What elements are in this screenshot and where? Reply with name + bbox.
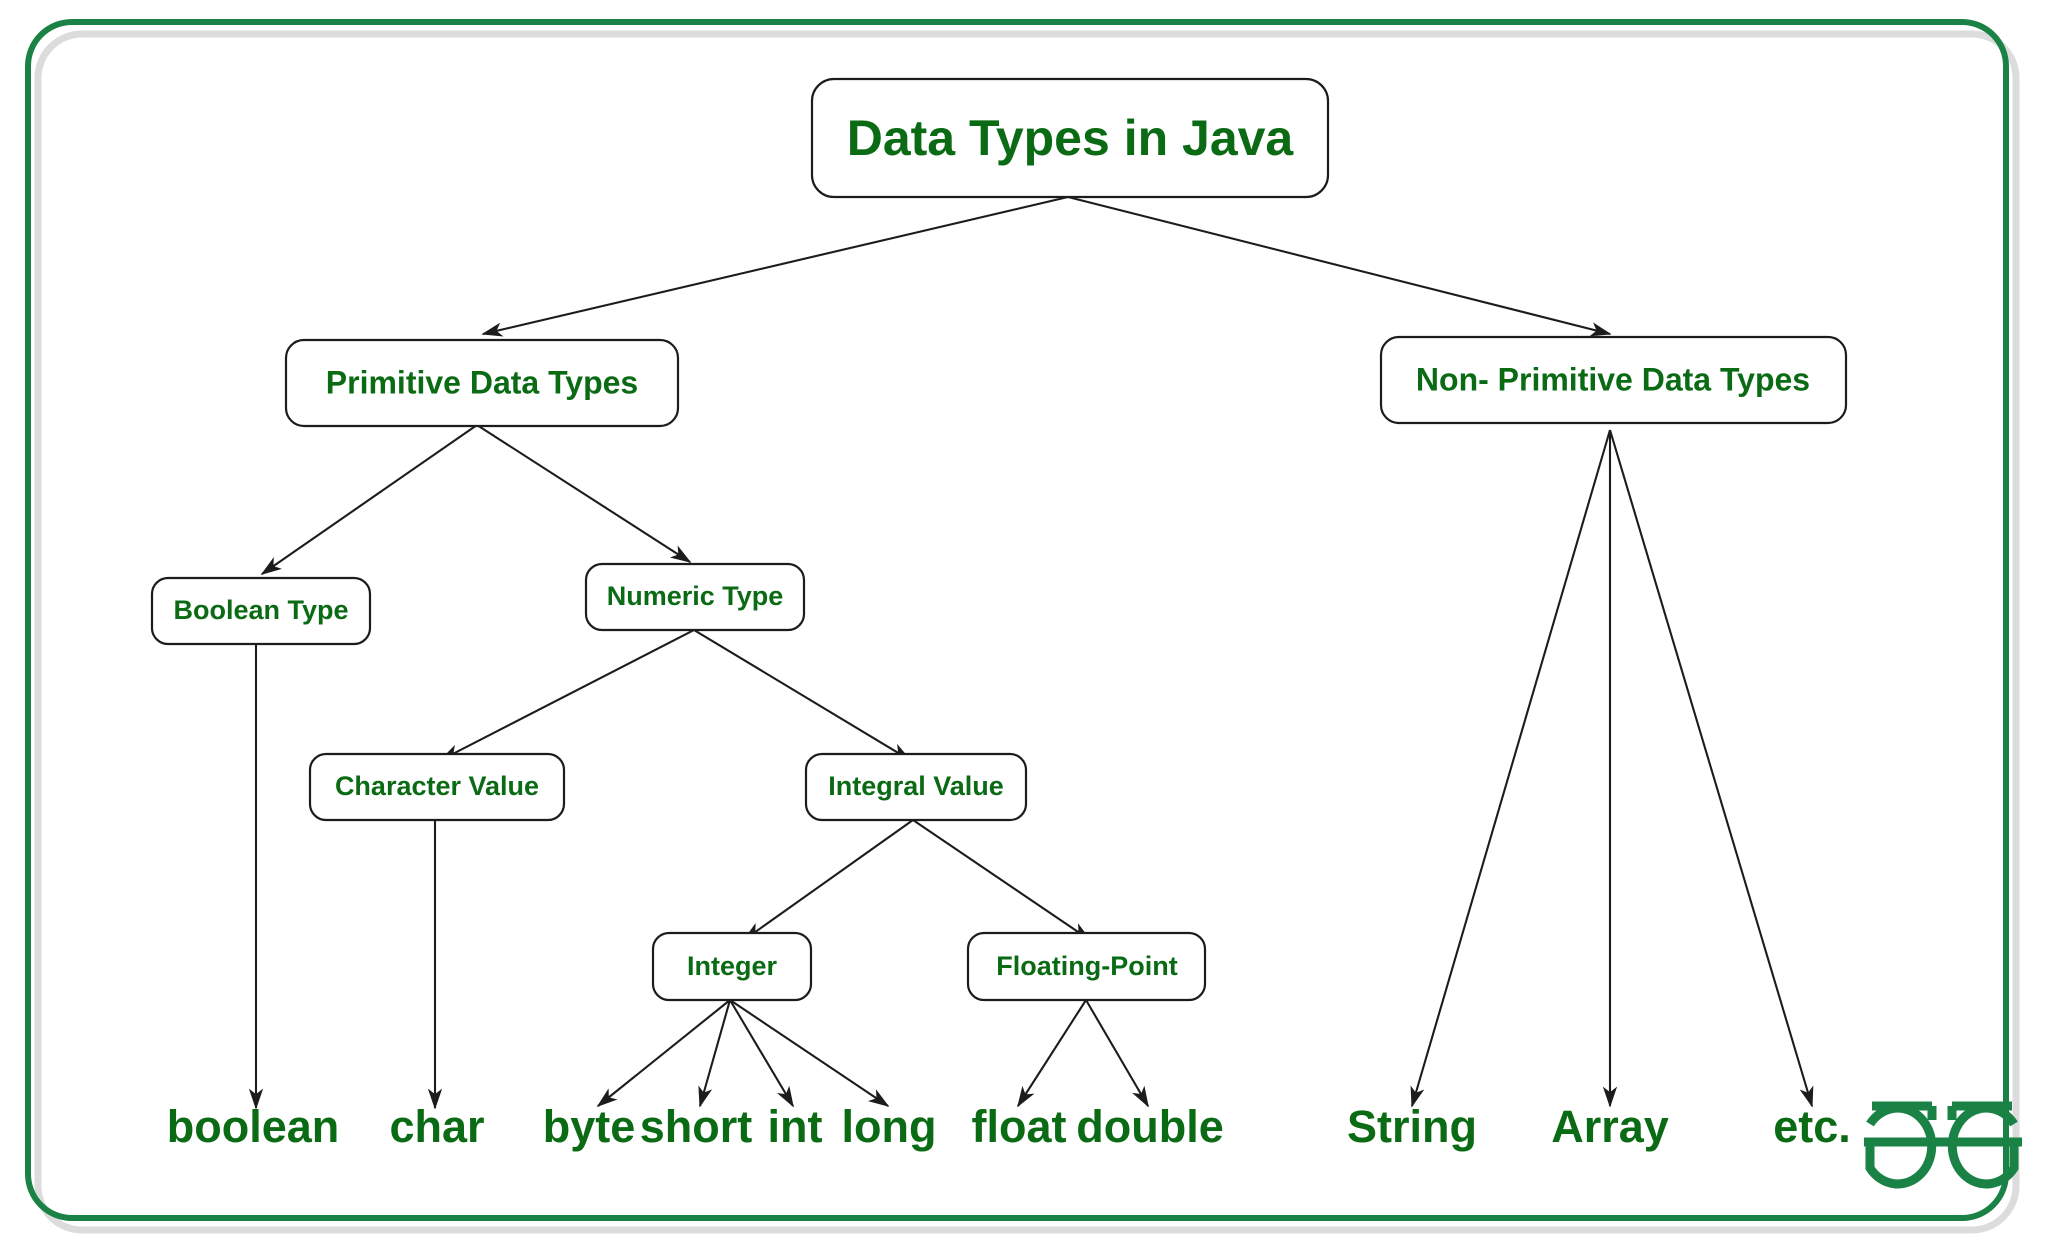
node-label-character-value: Character Value <box>335 771 539 801</box>
leaf-labels-layer: boolean char byte short int long float d… <box>167 1101 1851 1152</box>
node-box-boolean-type[interactable] <box>150 576 372 646</box>
node-box-integer[interactable] <box>651 931 813 1002</box>
edge-numeric-to-character-value <box>439 629 695 761</box>
leaf-short[interactable]: short <box>640 1101 753 1152</box>
frame-outer-border <box>25 19 2009 1221</box>
node-label-integer: Integer <box>687 951 778 981</box>
node-character-value[interactable]: Character Value <box>308 752 566 822</box>
node-data-types-in-java[interactable]: Data Types in Java <box>810 77 1330 199</box>
node-numeric-type[interactable]: Numeric Type <box>584 562 806 632</box>
edge-primitive-to-numeric-type <box>476 424 692 563</box>
edge-nonprimitive-to-etc <box>1608 429 1814 1108</box>
edge-integer-to-byte <box>596 999 731 1108</box>
node-label-floating-point: Floating-Point <box>996 951 1177 981</box>
leaf-long[interactable]: long <box>842 1101 937 1152</box>
edge-integral-to-floating-point <box>912 819 1092 941</box>
edge-nonprimitive-to-string <box>1410 429 1612 1108</box>
node-box-numeric-type[interactable] <box>584 562 806 632</box>
leaf-int[interactable]: int <box>768 1101 823 1152</box>
node-box-nonprimitive[interactable] <box>1379 335 1848 425</box>
node-box-floating-point[interactable] <box>966 931 1207 1002</box>
frame-inner-border <box>34 30 2020 1234</box>
node-box-primitive[interactable] <box>284 338 680 428</box>
logo-g-bar-icon <box>1947 1101 2012 1120</box>
node-box-integral-value[interactable] <box>804 752 1028 822</box>
node-label-boolean-type: Boolean Type <box>173 595 348 625</box>
leaf-string[interactable]: String <box>1347 1101 1477 1152</box>
node-integer[interactable]: Integer <box>651 931 813 1002</box>
node-floating-point[interactable]: Floating-Point <box>966 931 1207 1002</box>
leaf-double[interactable]: double <box>1076 1101 1223 1152</box>
edge-numeric-to-integral-value <box>693 629 912 761</box>
node-label-numeric-type: Numeric Type <box>607 581 784 611</box>
leaf-byte[interactable]: byte <box>543 1101 636 1152</box>
node-label-integral-value: Integral Value <box>828 771 1004 801</box>
edges-layer <box>248 195 1814 1110</box>
edge-floating-point-to-float <box>1017 999 1087 1108</box>
edge-integer-to-long <box>729 999 890 1107</box>
leaf-etc[interactable]: etc. <box>1773 1101 1851 1152</box>
node-primitive-data-types[interactable]: Primitive Data Types <box>284 338 680 428</box>
edge-integral-to-integer <box>742 819 914 941</box>
logo-mirrored-g-bar-icon <box>1872 1101 1937 1120</box>
node-label-root: Data Types in Java <box>847 110 1295 166</box>
node-box-root[interactable] <box>810 77 1330 199</box>
frame-border <box>25 19 2020 1234</box>
leaf-char[interactable]: char <box>389 1101 484 1152</box>
edge-floating-point-to-double <box>1085 999 1149 1108</box>
edge-integer-to-int <box>729 999 794 1108</box>
leaf-array[interactable]: Array <box>1551 1101 1669 1152</box>
leaf-boolean[interactable]: boolean <box>167 1101 340 1152</box>
edge-integer-to-short <box>698 999 732 1108</box>
edge-primitive-to-boolean-type <box>260 424 478 575</box>
node-label-primitive: Primitive Data Types <box>326 364 638 400</box>
node-boolean-type[interactable]: Boolean Type <box>150 576 372 646</box>
edge-root-to-primitive <box>481 195 1069 337</box>
node-box-character-value[interactable] <box>308 752 566 822</box>
geeksforgeeks-logo-icon <box>1864 1101 2022 1189</box>
node-integral-value[interactable]: Integral Value <box>804 752 1028 822</box>
leaf-float[interactable]: float <box>972 1101 1067 1152</box>
edge-root-to-nonprimitive <box>1067 195 1612 337</box>
node-label-nonprimitive: Non- Primitive Data Types <box>1416 361 1810 397</box>
node-non-primitive-data-types[interactable]: Non- Primitive Data Types <box>1379 335 1848 425</box>
